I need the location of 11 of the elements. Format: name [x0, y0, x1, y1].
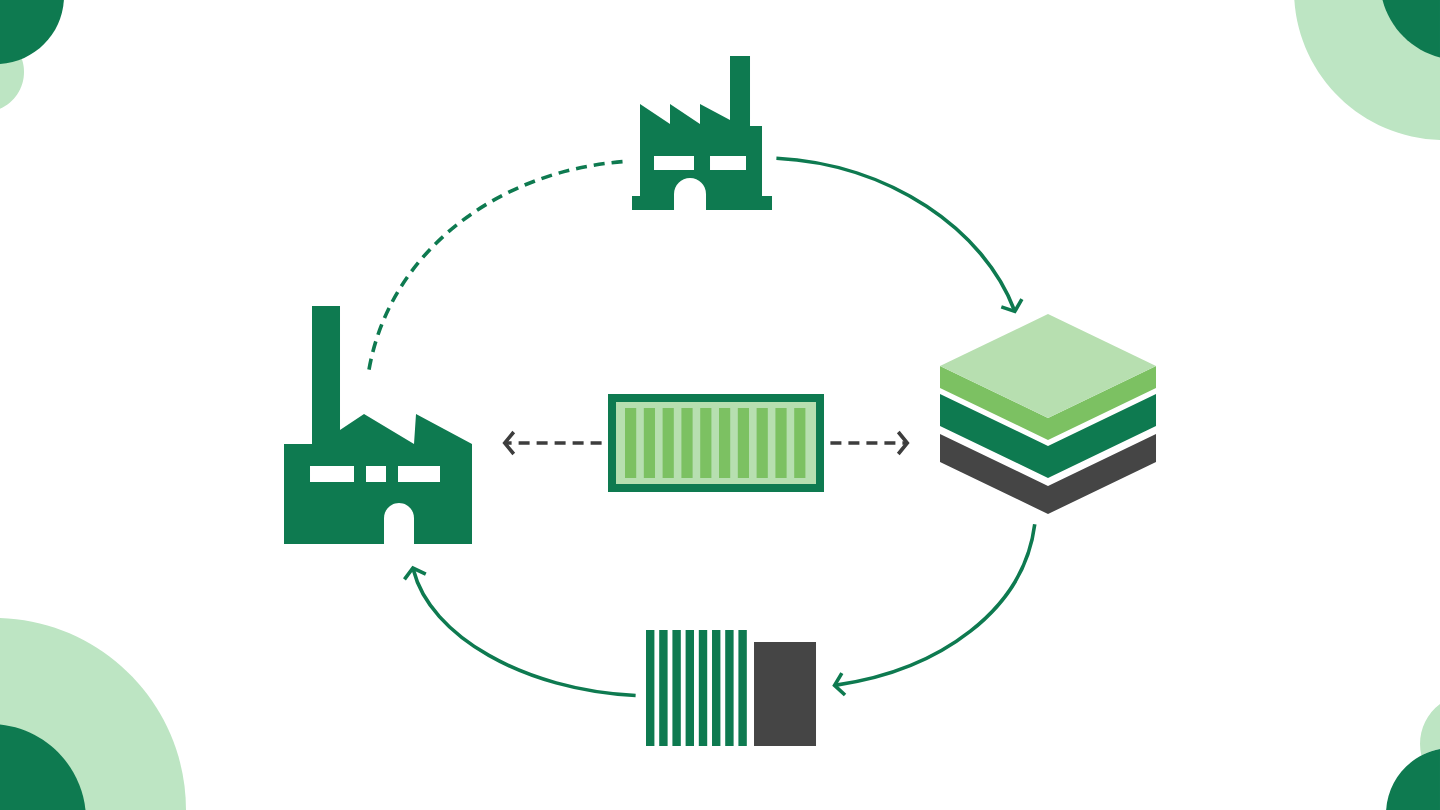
bale-icon — [646, 630, 816, 746]
dashed-line — [367, 159, 626, 371]
shipping-container-icon — [608, 394, 824, 492]
factory-icon — [632, 56, 772, 210]
dashed-arrow — [830, 430, 910, 456]
factory-icon — [284, 306, 472, 544]
layered-block-icon — [940, 314, 1156, 514]
arrow — [403, 565, 636, 698]
dashed-arrow — [502, 430, 602, 456]
arrow — [832, 523, 1037, 697]
arrow — [776, 156, 1024, 314]
